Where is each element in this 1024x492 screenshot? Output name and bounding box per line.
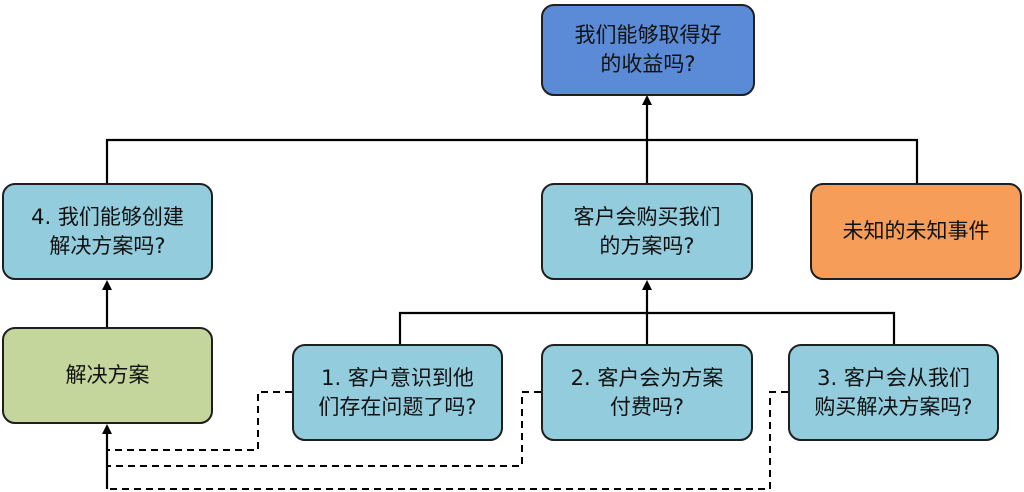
node-customer-will-pay-line-2: 付费吗? bbox=[609, 394, 685, 419]
node-good-return: 我们能够取得好 的收益吗? bbox=[541, 4, 755, 96]
node-customer-aware: 1. 客户意识到他 们存在问题了吗? bbox=[292, 344, 503, 441]
node-good-return-line-2: 的收益吗? bbox=[600, 52, 696, 76]
node-customer-aware-line-2: 们存在问题了吗? bbox=[318, 394, 477, 419]
dashed-link-pay bbox=[107, 391, 541, 467]
node-can-create-solution: 4. 我们能够创建 解决方案吗? bbox=[2, 183, 213, 280]
node-unknown-unknowns-line-1: 未知的未知事件 bbox=[842, 219, 990, 244]
node-can-create-solution-line-1: 4. 我们能够创建 bbox=[31, 204, 184, 229]
dashed-link-aware bbox=[107, 391, 292, 451]
node-customer-will-buy-line-2: 的方案吗? bbox=[599, 233, 695, 258]
node-can-create-solution-line-2: 解决方案吗? bbox=[49, 233, 166, 258]
node-customer-aware-line-1: 1. 客户意识到他 bbox=[321, 365, 474, 390]
node-customer-buy-from-us: 3. 客户会从我们 购买解决方案吗? bbox=[788, 344, 999, 441]
node-customer-buy-from-us-line-1: 3. 客户会从我们 bbox=[817, 365, 970, 390]
node-customer-will-buy-line-1: 客户会购买我们 bbox=[573, 204, 721, 229]
connector-top-branch bbox=[105, 138, 919, 183]
node-unknown-unknowns: 未知的未知事件 bbox=[810, 183, 1022, 280]
node-customer-will-buy: 客户会购买我们 的方案吗? bbox=[541, 183, 753, 280]
node-customer-buy-from-us-line-2: 购买解决方案吗? bbox=[814, 394, 973, 419]
node-solution-line-1: 解决方案 bbox=[65, 363, 150, 388]
node-good-return-line-1: 我们能够取得好 bbox=[574, 23, 722, 48]
node-solution: 解决方案 bbox=[2, 327, 213, 424]
node-customer-will-pay: 2. 客户会为方案 付费吗? bbox=[541, 344, 753, 441]
node-customer-will-pay-line-1: 2. 客户会为方案 bbox=[570, 365, 724, 390]
dashed-link-from-us bbox=[107, 391, 788, 490]
